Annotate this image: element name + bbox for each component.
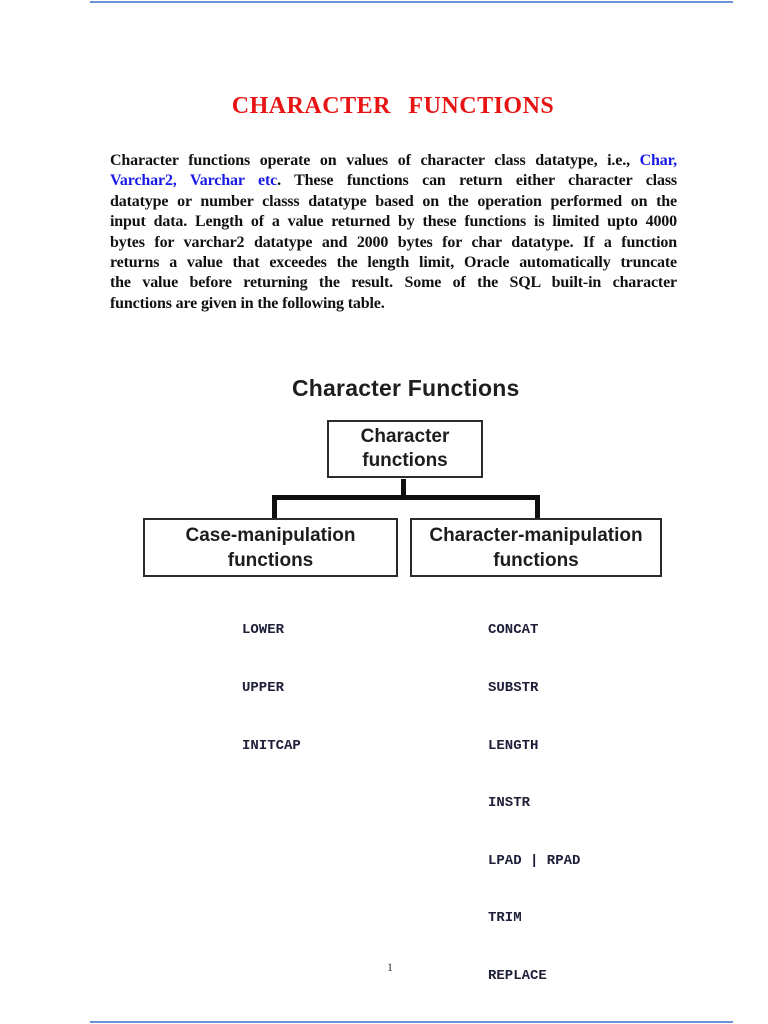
keyword-text: Varchar2, Varchar etc [110,172,278,190]
list-item: UPPER [242,680,285,697]
character-manipulation-box-label: Character-manipulation functions [429,524,643,571]
root-function-box-label: Character functions [360,426,450,471]
paragraph-line: Varchar2, Varchar etc. These functions c… [110,171,677,191]
paragraph-line: datatype or number classs datatype based… [110,192,677,212]
page-border-top [90,1,733,3]
root-function-box: Character functions [327,420,483,478]
list-item: SUBSTR [488,680,539,697]
keyword-text: Char, [639,152,677,169]
document-title: CHARACTER FUNCTIONS [231,93,555,119]
page-number: 1 [387,960,393,974]
paragraph-line: bytes for varchar2 datatype and 2000 byt… [110,233,677,253]
paragraph-text: functions are given in the following tab… [110,294,385,312]
list-item: INITCAP [242,737,301,754]
list-item: LENGTH [488,737,539,754]
connector-drop-right [535,495,540,519]
page-border-bottom [90,1021,733,1023]
character-function-list: CONCAT SUBSTR LENGTH INSTR LPAD | RPAD T… [488,583,580,1024]
paragraph-line: input data. Length of a value returned b… [110,212,677,232]
paragraph-text: . These functions can return either char… [277,172,677,190]
list-item: INSTR [488,795,531,812]
paragraph-text: bytes for varchar2 datatype and 2000 byt… [110,233,677,251]
list-item: LOWER [242,622,285,639]
paragraph-text: datatype or number classs datatype based… [110,192,677,210]
connector-bar [272,495,540,500]
paragraph-line: returns a value that exceedes the length… [110,253,677,273]
paragraph-text: Character functions operate on values of… [110,152,640,169]
list-item: CONCAT [488,622,539,639]
connector-stem [401,479,406,497]
case-manipulation-box: Case-manipulation functions [143,518,398,577]
paragraph-text: input data. Length of a value returned b… [110,213,677,231]
list-item: REPLACE [488,968,547,985]
paragraph-text: returns a value that exceedes the length… [110,254,677,272]
character-manipulation-box: Character-manipulation functions [410,518,662,577]
intro-paragraph: Character functions operate on values of… [110,151,677,314]
case-manipulation-box-label: Case-manipulation functions [185,524,356,571]
paragraph-line: functions are given in the following tab… [110,294,677,314]
list-item: TRIM [488,910,522,927]
paragraph-line: Character functions operate on values of… [110,151,677,171]
list-item: LPAD | RPAD [488,852,581,869]
paragraph-text: the value before returning the result. S… [110,274,677,292]
paragraph-line: the value before returning the result. S… [110,273,677,293]
case-function-list: LOWER UPPER INITCAP [242,583,301,794]
connector-drop-left [272,495,277,519]
diagram-title: Character Functions [292,375,520,401]
